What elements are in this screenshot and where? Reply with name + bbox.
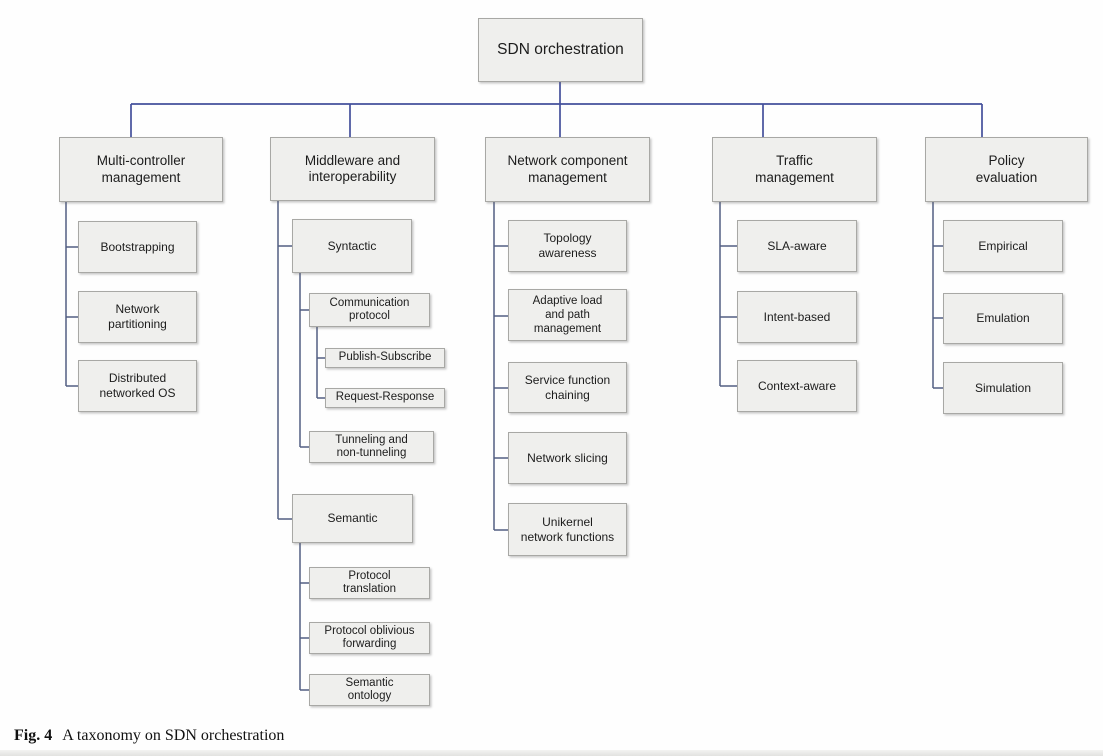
node-syntactic: Syntactic <box>292 219 412 273</box>
node-traffic-management: Traffic management <box>712 137 877 202</box>
node-communication-protocol: Communication protocol <box>309 293 430 327</box>
node-sla-aware: SLA-aware <box>737 220 857 272</box>
connector-branch-multi-controller <box>65 202 78 387</box>
node-request-response: Request-Response <box>325 388 445 408</box>
node-sdn-orchestration: SDN orchestration <box>478 18 643 82</box>
connector-branch-network-component <box>493 202 508 531</box>
page-bottom-rule <box>0 750 1103 756</box>
connector-branch-middleware <box>277 201 325 691</box>
node-adaptive-load-and-path-management: Adaptive load and path management <box>508 289 627 341</box>
node-middleware-and-interoperability: Middleware and interoperability <box>270 137 435 201</box>
node-network-slicing: Network slicing <box>508 432 627 484</box>
node-unikernel-network-functions: Unikernel network functions <box>508 503 627 556</box>
node-protocol-translation: Protocol translation <box>309 567 430 599</box>
node-semantic: Semantic <box>292 494 413 543</box>
node-tunneling-and-non-tunneling: Tunneling and non-tunneling <box>309 431 434 463</box>
node-bootstrapping: Bootstrapping <box>78 221 197 273</box>
node-service-function-chaining: Service function chaining <box>508 362 627 413</box>
node-intent-based: Intent-based <box>737 291 857 343</box>
connector-branch-traffic <box>719 202 737 387</box>
connector-branch-policy <box>932 202 943 389</box>
node-policy-evaluation: Policy evaluation <box>925 137 1088 202</box>
node-publish-subscribe: Publish-Subscribe <box>325 348 445 368</box>
figure-caption: Fig. 4 A taxonomy on SDN orchestration <box>14 727 284 745</box>
node-emulation: Emulation <box>943 293 1063 344</box>
node-multi-controller-management: Multi-controller management <box>59 137 223 202</box>
figure-caption-text: A taxonomy on SDN orchestration <box>62 727 285 744</box>
node-protocol-oblivious-forwarding: Protocol oblivious forwarding <box>309 622 430 654</box>
node-context-aware: Context-aware <box>737 360 857 412</box>
node-topology-awareness: Topology awareness <box>508 220 627 272</box>
figure-caption-number: Fig. 4 <box>14 727 53 744</box>
node-distributed-networked-os: Distributed networked OS <box>78 360 197 412</box>
connector-root <box>130 82 983 137</box>
node-simulation: Simulation <box>943 362 1063 414</box>
node-network-component-management: Network component management <box>485 137 650 202</box>
node-empirical: Empirical <box>943 220 1063 272</box>
node-network-partitioning: Network partitioning <box>78 291 197 343</box>
node-semantic-ontology: Semantic ontology <box>309 674 430 706</box>
